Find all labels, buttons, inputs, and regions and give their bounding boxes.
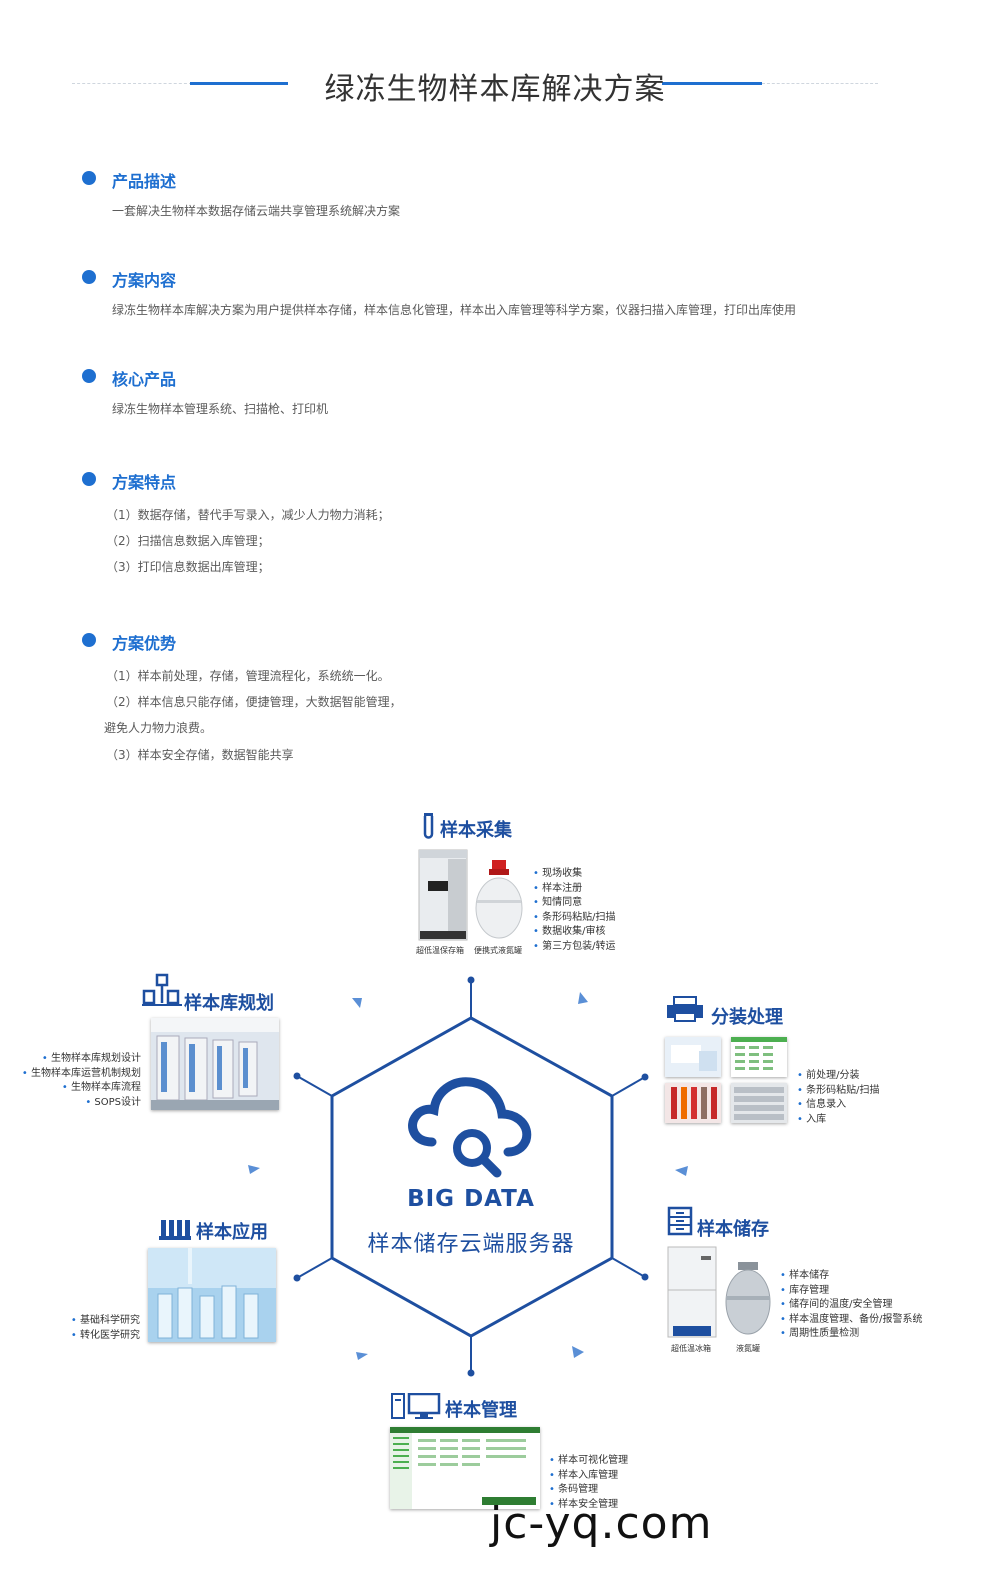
list-item: 知情同意: [533, 896, 615, 911]
bullet-dot: [82, 270, 96, 284]
bullet-dot: [82, 472, 96, 486]
barcode-sheet-image: [731, 1037, 787, 1077]
center-label-server: 样本储存云端服务器: [367, 1232, 575, 1257]
list-item: 现场收集: [533, 867, 615, 882]
section-text: 绿冻生物样本库解决方案为用户提供样本存储，样本信息化管理，样本出入库管理等科学方…: [112, 303, 797, 317]
feature-line: （3）打印信息数据出库管理；: [106, 560, 270, 574]
header-line-left: [190, 82, 288, 85]
node-title-collect: 样本采集: [440, 820, 512, 841]
list-item: SOPS设计: [14, 1096, 141, 1111]
header-dash-left: [72, 83, 192, 84]
section-title-features: 方案特点: [112, 473, 177, 492]
advantage-line: 避免人力物力浪费。: [104, 721, 213, 735]
list-item: 信息录入: [797, 1098, 879, 1113]
ultra-low-freezer-image: [667, 1246, 717, 1338]
node-title-management: 样本管理: [445, 1400, 517, 1421]
bullet-dot: [82, 633, 96, 647]
list-item: 转化医学研究: [40, 1329, 140, 1344]
building-blocks-icon: [142, 973, 182, 1006]
section-text: 一套解决生物样本数据存储云端共享管理系统解决方案: [112, 204, 401, 218]
node-title-planning: 样本库规划: [184, 993, 274, 1014]
list-item: 条形码粘贴/扫描: [533, 911, 615, 926]
list-item: 样本储存: [780, 1269, 922, 1284]
caption-freezer: 超低温保存箱: [416, 946, 464, 955]
list-item: 库存管理: [780, 1284, 922, 1299]
list-item: 样本安全管理: [549, 1498, 628, 1513]
storage-list: 样本储存 库存管理 储存间的温度/安全管理 样本温度管理、备份/报警系统 周期性…: [780, 1269, 922, 1342]
section-title-content: 方案内容: [112, 271, 177, 290]
header-line-right: [662, 82, 762, 85]
caption-nitrogen-tank: 便携式液氮罐: [474, 946, 522, 955]
test-tube-rack-icon: [159, 1220, 191, 1240]
liquid-nitrogen-tank-image: [475, 860, 523, 939]
node-title-processing: 分装处理: [711, 1007, 783, 1028]
list-item: 样本入库管理: [549, 1469, 628, 1484]
list-item: 生物样本库流程: [14, 1081, 141, 1096]
list-item: 储存间的温度/安全管理: [780, 1298, 922, 1313]
center-label-bigdata: BIG DATA: [407, 1186, 535, 1212]
page-title: 绿冻生物样本库解决方案: [324, 72, 666, 107]
list-item: 生物样本库运营机制规划: [14, 1067, 141, 1082]
section-text: 绿冻生物样本管理系统、扫描枪、打印机: [112, 402, 329, 416]
list-item: 条形码粘贴/扫描: [797, 1084, 879, 1099]
caption-ultra-low-freezer: 超低温冰箱: [671, 1344, 711, 1353]
list-item: 前处理/分装: [797, 1069, 879, 1084]
storage-rack-image: [731, 1083, 787, 1123]
management-list: 样本可视化管理 样本入库管理 条码管理 样本安全管理: [549, 1454, 628, 1512]
advantage-line: （1）样本前处理，存储，管理流程化，系统统一化。: [106, 669, 390, 683]
section-title-advantages: 方案优势: [112, 634, 177, 653]
management-software-screenshot: [390, 1427, 540, 1509]
processing-list: 前处理/分装 条形码粘贴/扫描 信息录入 入库: [797, 1069, 879, 1127]
feature-line: （1）数据存储，替代手写录入，减少人力物力消耗；: [106, 508, 390, 522]
list-item: 样本可视化管理: [549, 1454, 628, 1469]
sample-tubes-image: [665, 1083, 721, 1123]
list-item: 数据收集/审核: [533, 925, 615, 940]
nitrogen-tank-image: [725, 1262, 771, 1335]
header-dash-right: [762, 83, 878, 84]
test-tube-icon: [423, 813, 434, 839]
watermark-text: jc-yq.com: [490, 1498, 713, 1549]
feature-line: （2）扫描信息数据入库管理；: [106, 534, 270, 548]
node-title-storage: 样本储存: [697, 1219, 769, 1240]
list-item: 第三方包装/转运: [533, 940, 615, 955]
advantage-line: （2）样本信息只能存储，便捷管理，大数据智能管理，: [106, 695, 402, 709]
storage-cabinet-icon: [667, 1206, 693, 1236]
section-title-core-products: 核心产品: [112, 370, 177, 389]
list-item: 样本注册: [533, 882, 615, 897]
biobank-room-image: [151, 1018, 279, 1110]
list-item: 样本温度管理、备份/报警系统: [780, 1313, 922, 1328]
node-title-application: 样本应用: [196, 1222, 268, 1243]
list-item: 周期性质量检测: [780, 1327, 922, 1342]
application-list: 基础科学研究 转化医学研究: [40, 1314, 140, 1343]
section-title-description: 产品描述: [112, 172, 177, 191]
advantage-line: （3）样本安全存储，数据智能共享: [106, 748, 294, 762]
computer-icon: [391, 1393, 441, 1419]
lab-processing-image: [665, 1037, 721, 1077]
planning-list: 生物样本库规划设计 生物样本库运营机制规划 生物样本库流程 SOPS设计: [14, 1052, 141, 1110]
caption-nitrogen-tank: 液氮罐: [736, 1344, 760, 1353]
printer-icon: [667, 996, 703, 1022]
list-item: 生物样本库规划设计: [14, 1052, 141, 1067]
bullet-dot: [82, 369, 96, 383]
list-item: 入库: [797, 1113, 879, 1128]
list-item: 条码管理: [549, 1483, 628, 1498]
list-item: 基础科学研究: [40, 1314, 140, 1329]
bullet-dot: [82, 171, 96, 185]
cloud-search-icon: [408, 1077, 532, 1178]
collect-list: 现场收集 样本注册 知情同意 条形码粘贴/扫描 数据收集/审核 第三方包装/转运: [533, 867, 615, 954]
freezer-image: [418, 849, 468, 941]
research-tubes-image: [148, 1248, 276, 1342]
